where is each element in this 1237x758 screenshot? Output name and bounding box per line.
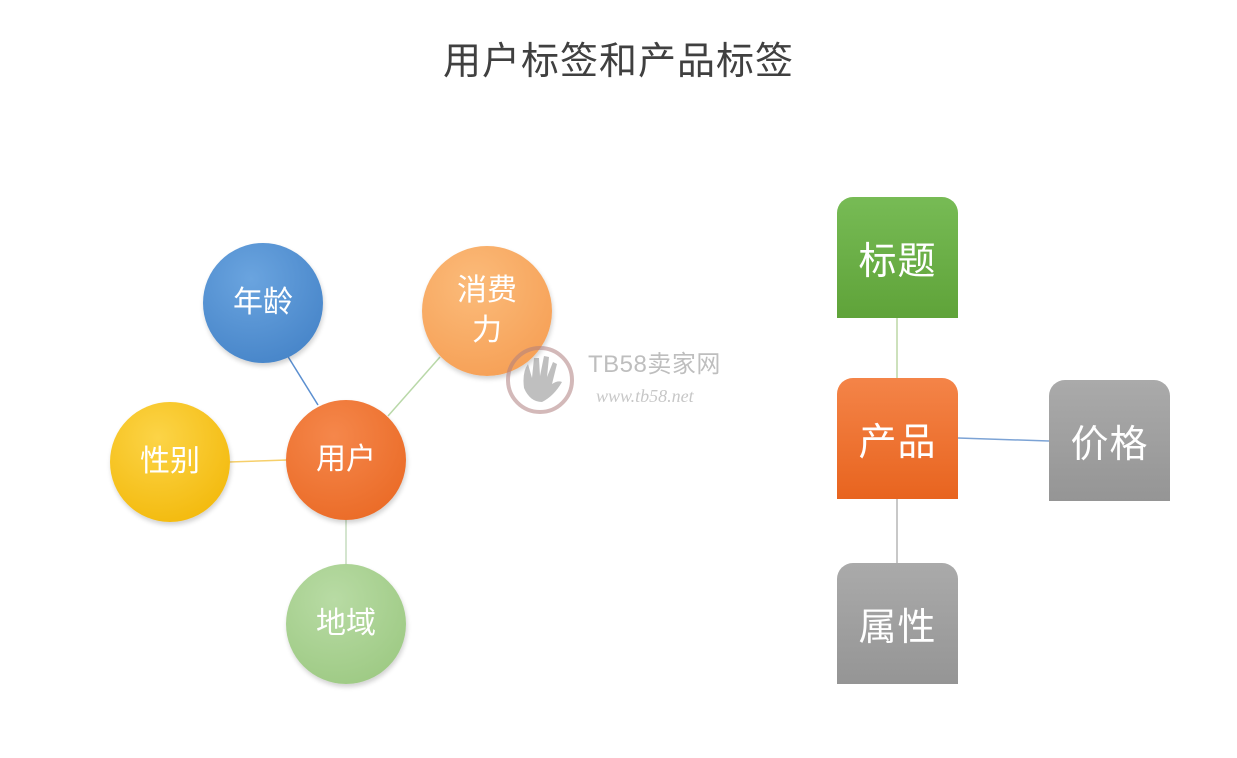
link-user-age: [286, 354, 319, 406]
node-gender: 性别: [110, 402, 230, 522]
node-product-center: 产品: [837, 378, 958, 499]
node-spending: 消费力: [422, 246, 552, 376]
page-title: 用户标签和产品标签: [442, 39, 794, 83]
watermark: TB58卖家网 www.tb58.net: [500, 340, 750, 420]
link-user-gender: [228, 459, 288, 463]
node-region: 地域: [286, 564, 406, 684]
hand-logo-icon: [506, 346, 574, 414]
link-user-spending: [387, 356, 441, 417]
link-product-price: [957, 437, 1050, 442]
node-user-center: 用户: [286, 400, 406, 520]
watermark-brand: TB58卖家网: [588, 351, 721, 378]
node-age: 年龄: [203, 243, 323, 363]
watermark-url: www.tb58.net: [596, 386, 694, 406]
node-product-price: 价格: [1049, 380, 1170, 501]
node-product-attr: 属性: [837, 563, 958, 684]
node-product-title: 标题: [837, 197, 958, 318]
